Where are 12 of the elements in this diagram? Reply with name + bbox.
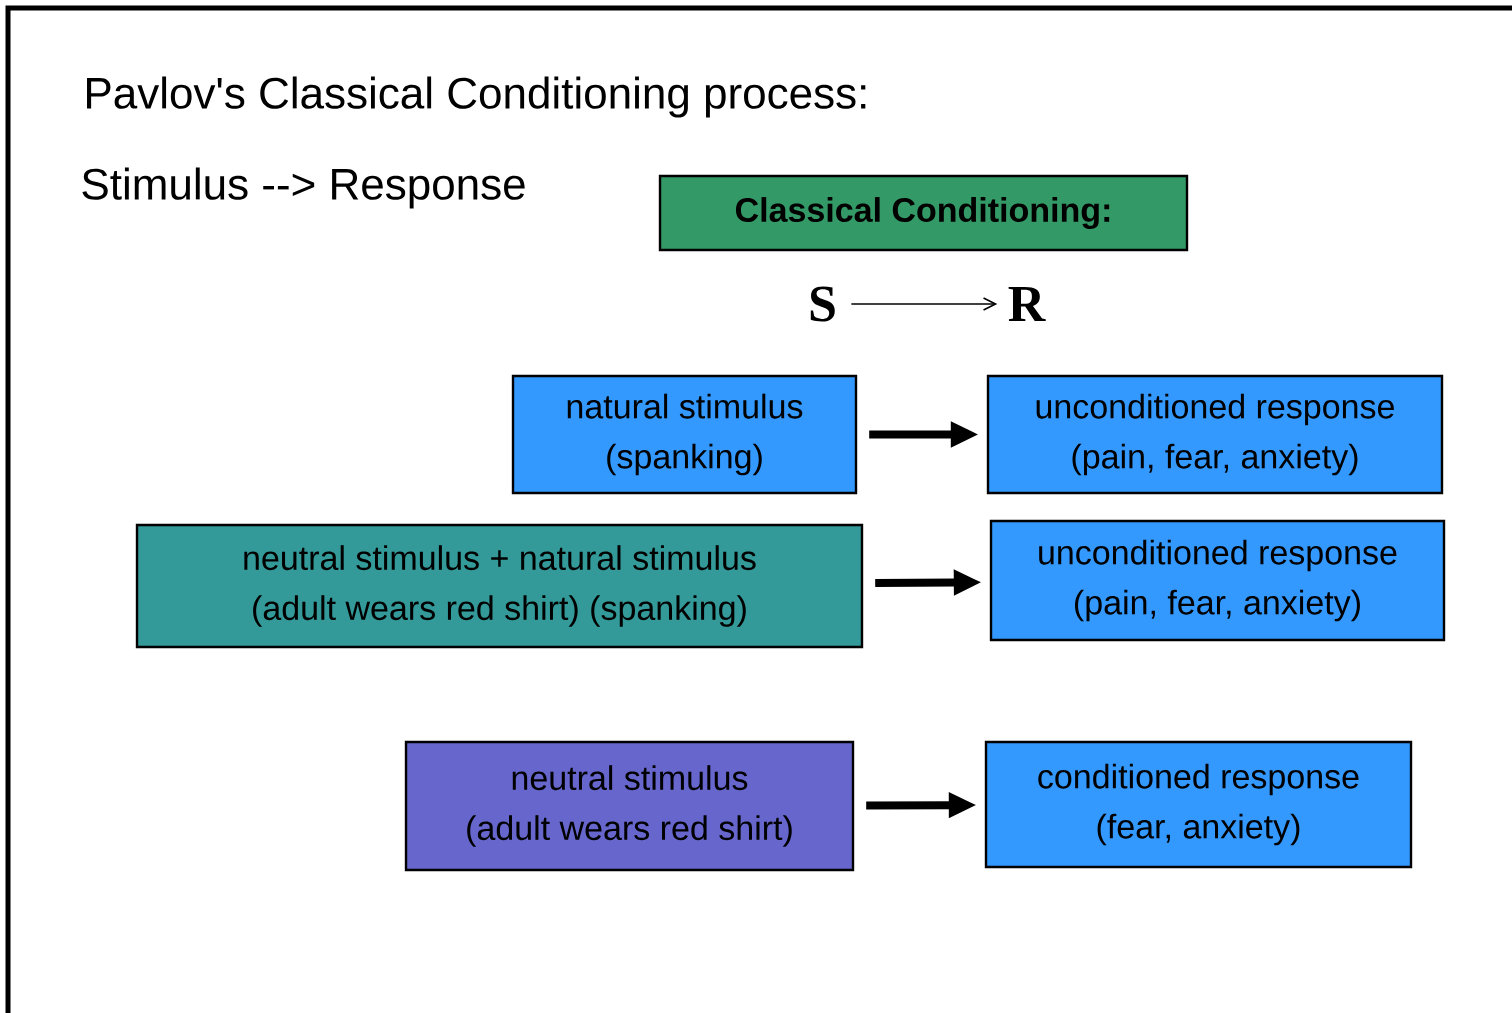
subtitle: Stimulus --> Response — [82, 167, 525, 209]
process-box: unconditioned response (pain, fear, anxiety) — [986, 374, 1444, 495]
process-box: conditioned response (fear, anxiety) — [984, 740, 1413, 869]
process-box: neutral stimulus (adult wears red shirt) — [404, 740, 855, 872]
title: Pavlov's Classical Conditioning process: — [87, 76, 866, 118]
letter-label: S — [810, 286, 835, 322]
process-box: neutral stimulus + natural stimulus (adult wears red shirt) (spanking) — [135, 523, 864, 649]
heading-box: Classical Conditioning: — [658, 174, 1189, 252]
letter-label: R — [1008, 286, 1046, 322]
process-box: unconditioned response (pain, fear, anxiety) — [989, 519, 1446, 642]
process-box: natural stimulus (spanking) — [511, 374, 858, 495]
arrow — [850, 297, 998, 311]
